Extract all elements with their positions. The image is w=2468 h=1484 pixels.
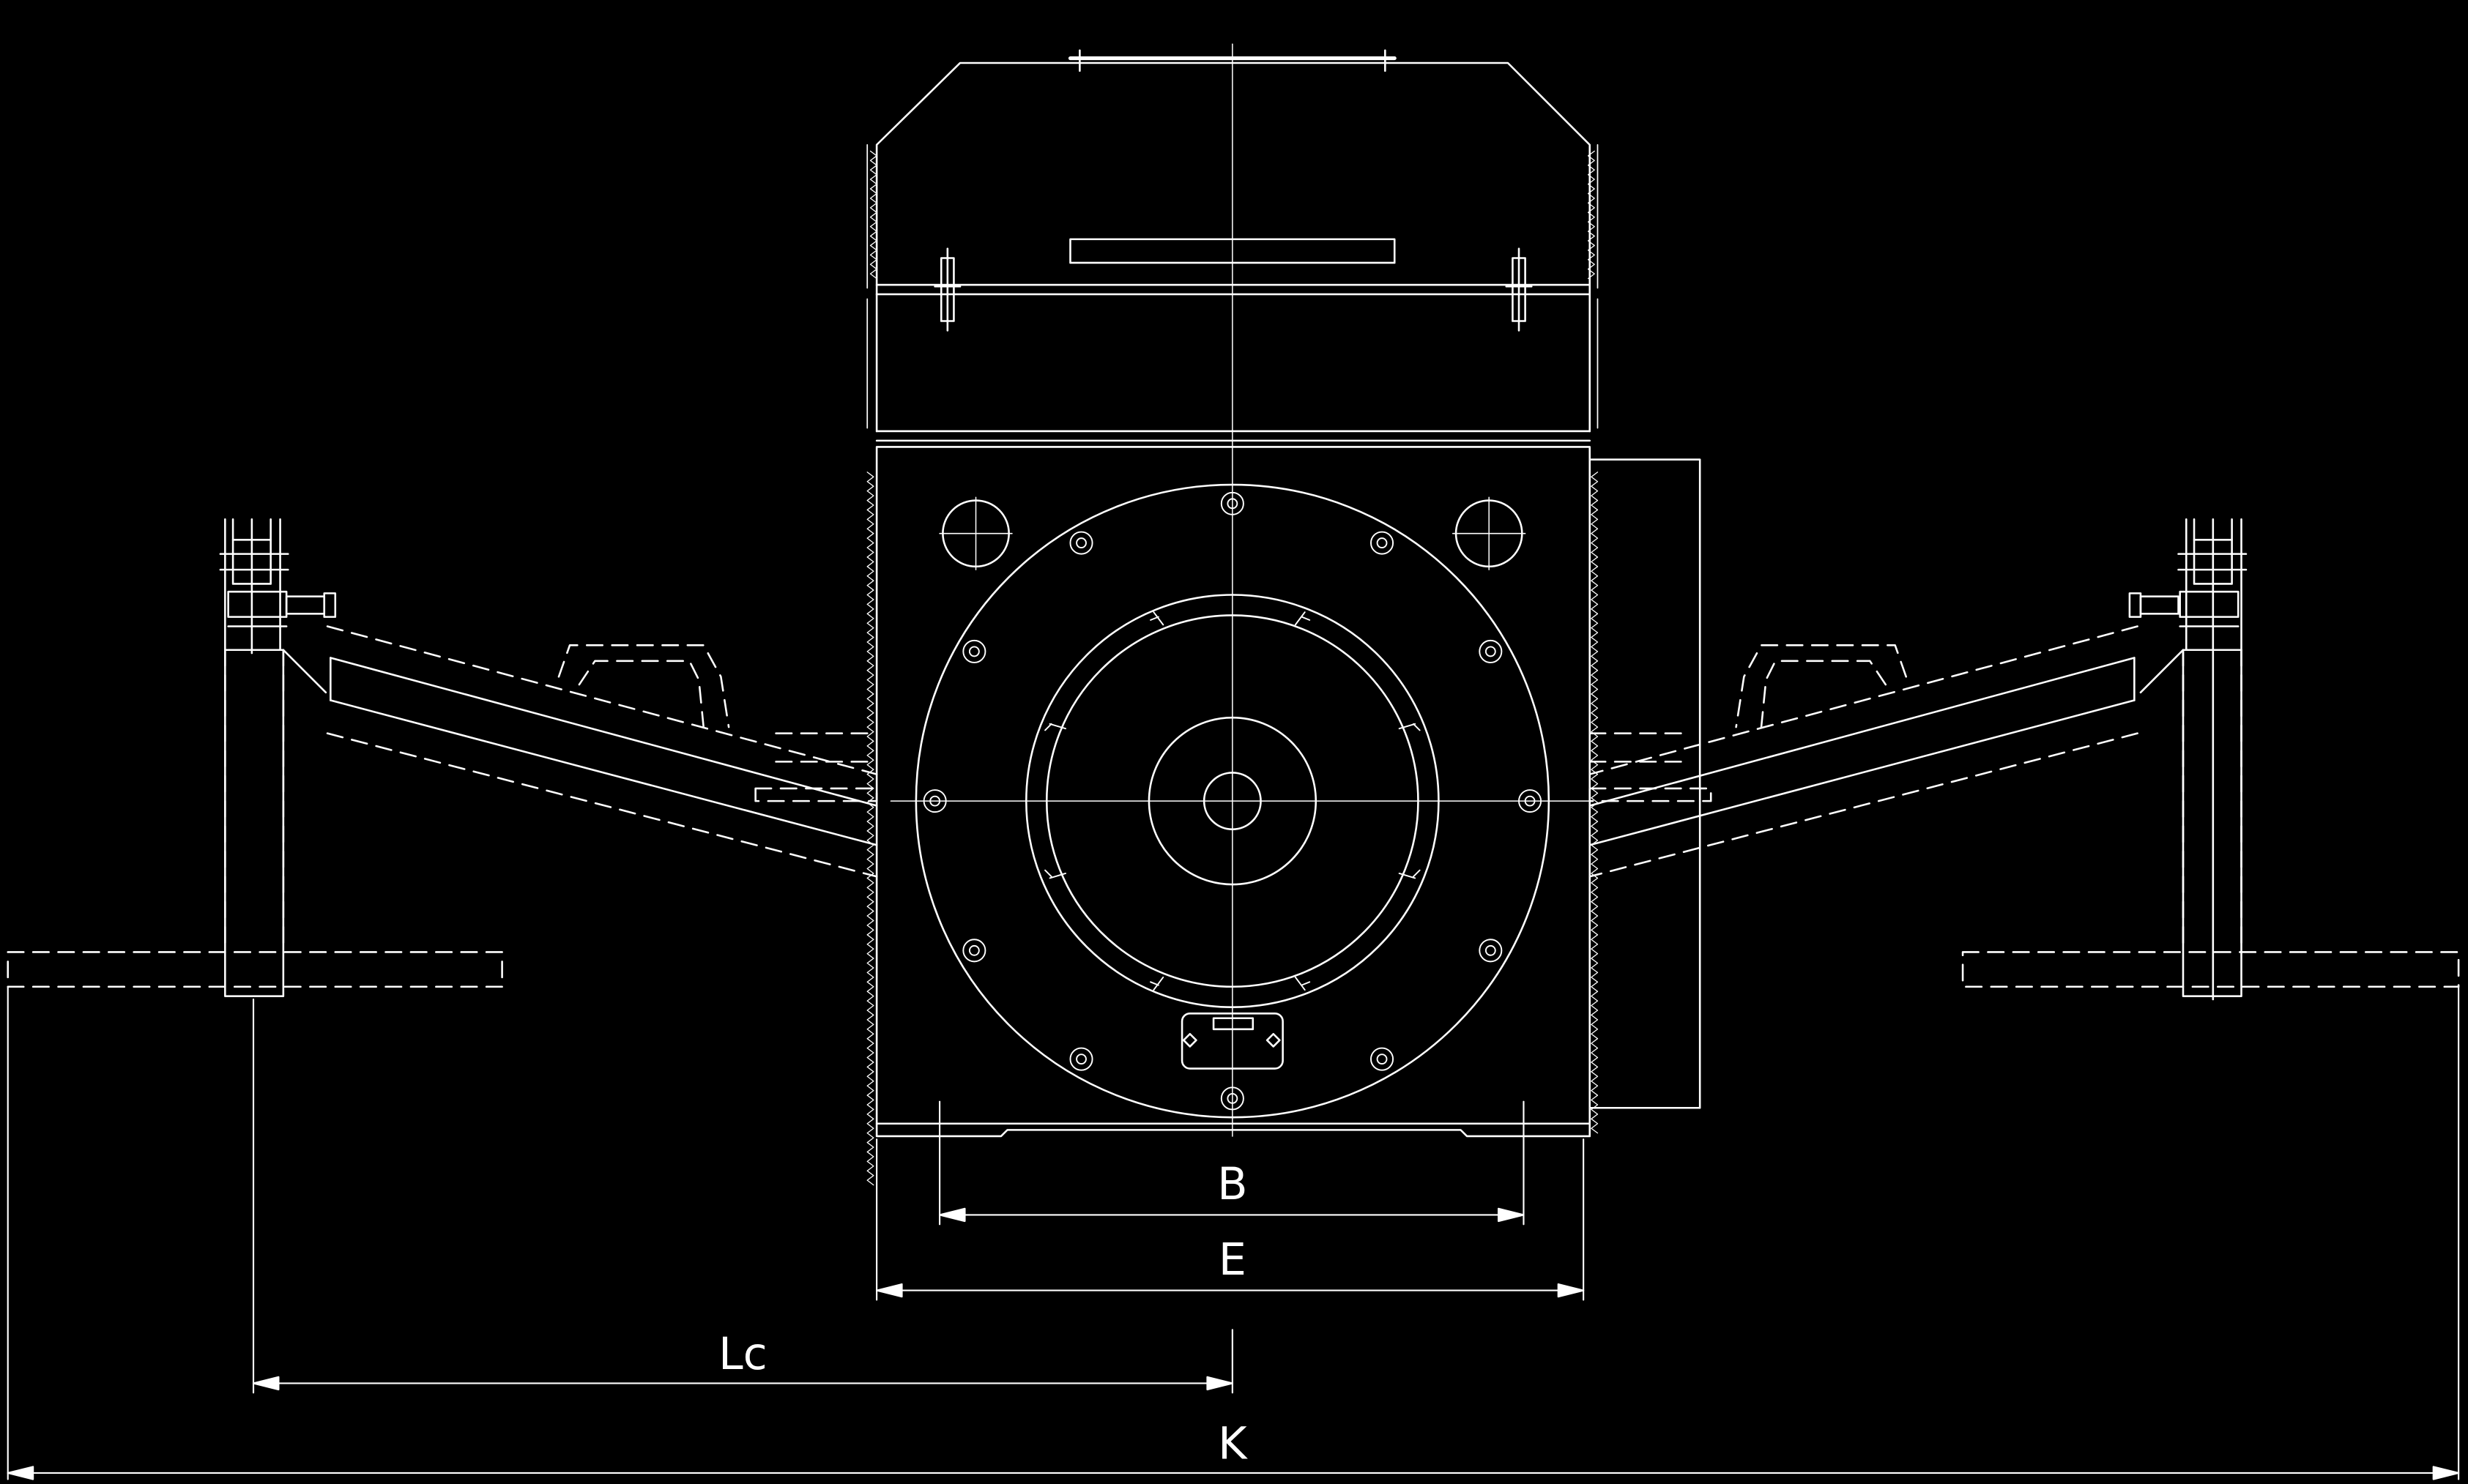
dimension-lines: [7, 985, 2460, 1480]
latch-left: [934, 247, 962, 332]
bolt: [1370, 1047, 1394, 1071]
dimension-label-e: E: [1219, 1234, 1246, 1286]
bolt: [962, 639, 986, 663]
right-support: [1588, 518, 2248, 1001]
inspection-cover: [1181, 1013, 1284, 1070]
dimension-label-b: B: [1217, 1159, 1247, 1210]
motor-body: [866, 446, 1701, 1186]
bolt: [962, 939, 986, 963]
latch-right: [1505, 247, 1533, 332]
bolt: [923, 789, 947, 813]
centerlines: [890, 43, 1591, 1137]
end-shield: [915, 483, 1550, 1119]
bolt: [1069, 1047, 1093, 1071]
bolt: [1479, 939, 1503, 963]
dimension-label-k: K: [1218, 1419, 1248, 1470]
lifting-hole-left: [939, 496, 1013, 570]
left-support: [219, 518, 878, 997]
dimension-labels: B E Lc K: [718, 1159, 1248, 1470]
flange-bolts: [923, 491, 1542, 1111]
terminal-box: [866, 49, 1599, 442]
lifting-hole-right: [1452, 496, 1526, 570]
bolt: [1479, 639, 1503, 663]
dimension-label-lc: Lc: [718, 1329, 767, 1380]
right-support-dashed: [1588, 625, 2460, 988]
left-support-dashed: [7, 625, 878, 988]
nameplate-slot: [1069, 238, 1396, 264]
bolt: [1069, 531, 1093, 555]
bolt: [1518, 789, 1542, 813]
bolt: [1370, 531, 1394, 555]
bolt: [1220, 491, 1244, 515]
bolt: [1220, 1086, 1244, 1111]
